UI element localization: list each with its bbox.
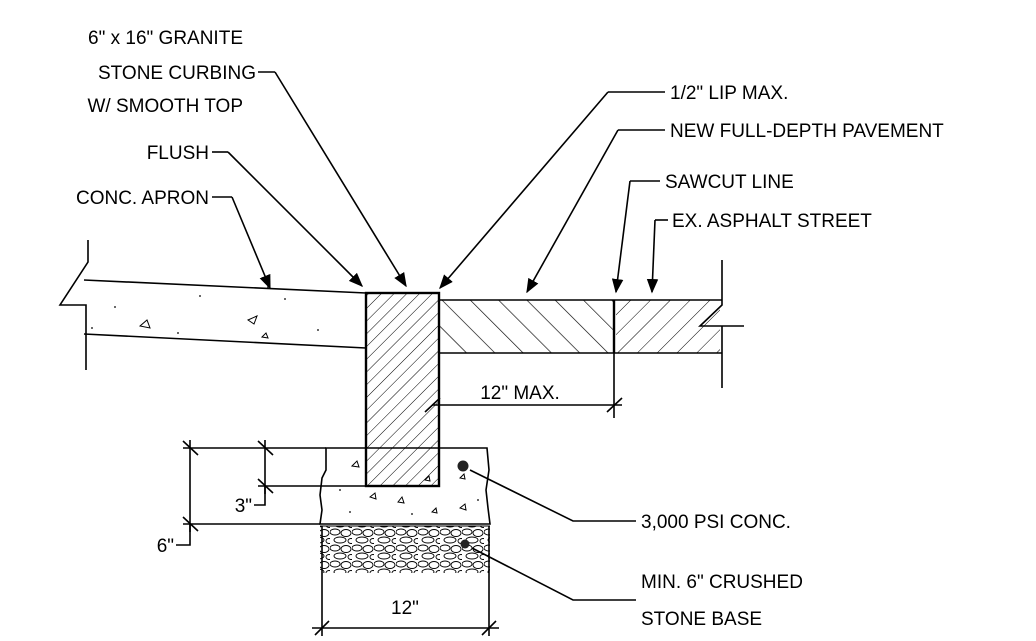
label-ex-asphalt: EX. ASPHALT STREET xyxy=(672,211,872,232)
label-dim-6: 6" xyxy=(157,536,174,557)
label-conc-psi: 3,000 PSI CONC. xyxy=(641,512,791,533)
crushed-stone-base xyxy=(320,525,490,573)
label-flush: FLUSH xyxy=(147,143,209,164)
dimensions xyxy=(176,353,623,636)
label-dim-12: 12" xyxy=(391,598,419,619)
existing-asphalt xyxy=(614,260,744,388)
label-12-max: 12" MAX. xyxy=(480,383,560,404)
concrete-apron xyxy=(58,240,367,370)
granite-curb xyxy=(364,291,441,488)
rebar-dot xyxy=(457,460,469,472)
label-curbing-2: STONE CURBING xyxy=(98,63,256,84)
label-dim-3: 3" xyxy=(235,496,252,517)
label-sawcut: SAWCUT LINE xyxy=(665,172,794,193)
leader-lines xyxy=(212,71,668,601)
label-stone-base-2: STONE BASE xyxy=(641,609,762,630)
label-curbing-3: W/ SMOOTH TOP xyxy=(87,96,243,117)
label-curbing-1: 6" x 16" GRANITE xyxy=(88,28,243,49)
label-new-pavement: NEW FULL-DEPTH PAVEMENT xyxy=(670,121,944,142)
new-pavement xyxy=(440,299,614,354)
label-lip: 1/2" LIP MAX. xyxy=(670,83,788,104)
labels: 6" x 16" GRANITE STONE CURBING W/ SMOOTH… xyxy=(76,28,944,630)
label-stone-base-1: MIN. 6" CRUSHED xyxy=(641,572,803,593)
label-conc-apron: CONC. APRON xyxy=(76,188,209,209)
concrete-foundation xyxy=(319,447,491,525)
